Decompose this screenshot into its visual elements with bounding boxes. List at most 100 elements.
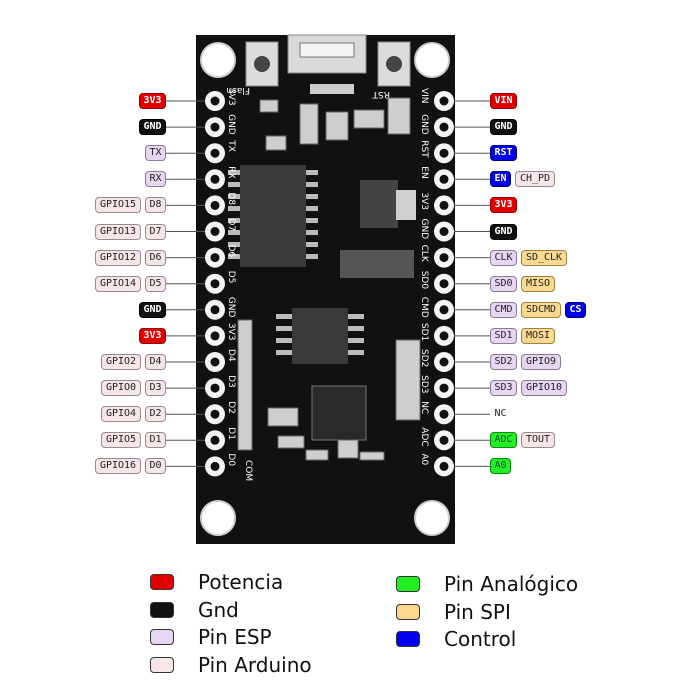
left-pin-label: D6	[145, 249, 166, 266]
right-pin-hole	[439, 96, 449, 106]
chip-pin	[228, 242, 240, 247]
right-pin-hole	[439, 148, 449, 158]
chip-pin	[228, 182, 240, 187]
smd-component	[237, 319, 253, 451]
right-silk-label: ADC	[419, 427, 429, 446]
left-pin-label: GPIO13	[95, 223, 141, 240]
left-pin-hole	[210, 305, 220, 315]
left-pin-label: GPIO5	[101, 432, 141, 449]
left-pin-label: D4	[145, 354, 166, 370]
chip-pin	[228, 254, 240, 259]
esp8266-chip	[311, 385, 367, 441]
flash-button-cap	[254, 56, 270, 72]
right-pin-hole	[439, 200, 449, 210]
right-pin-label: SD_CLK	[521, 249, 567, 266]
left-pin-label: TX	[145, 145, 166, 162]
legend-label: Pin ESP	[198, 625, 272, 649]
left-silk-label: D4	[226, 349, 236, 362]
right-pin-label: CH_PD	[515, 171, 555, 188]
right-pin-hole	[439, 409, 449, 419]
legend-label: Control	[444, 627, 517, 651]
left-pin-hole	[210, 253, 220, 263]
left-pin-label: D2	[145, 406, 166, 423]
mounting-hole	[200, 42, 236, 78]
right-pin-hole	[439, 357, 449, 367]
smd-component	[267, 407, 299, 427]
left-pin-hole	[210, 409, 220, 419]
smd-component	[387, 97, 411, 135]
board-pcb	[196, 35, 455, 544]
left-pin-label: D7	[145, 223, 166, 240]
chip-pin	[306, 182, 318, 187]
left-silk-label: D7	[226, 219, 236, 232]
right-pin-hole	[439, 383, 449, 393]
left-pin-hole	[210, 357, 220, 367]
left-pin-label: GPIO16	[95, 458, 141, 475]
left-pin-label: 3V3	[139, 327, 166, 344]
legend-swatch	[150, 574, 174, 590]
chip-pin	[348, 350, 364, 355]
left-silk-label: 3V3	[226, 88, 236, 106]
right-pin-label: MOSI	[521, 327, 555, 344]
left-pin-hole	[210, 96, 220, 106]
chip-pin	[228, 206, 240, 211]
legend-swatch	[150, 629, 174, 645]
smd-component	[353, 109, 385, 129]
chip-pin	[348, 314, 364, 319]
left-silk-label: GND	[226, 114, 236, 135]
chip-pin	[306, 194, 318, 199]
right-silk-label: SD2	[419, 349, 429, 367]
left-pin-label: GPIO2	[101, 354, 141, 370]
right-pin-label: RST	[490, 145, 517, 162]
left-silk-label: D5	[226, 271, 236, 284]
right-pin-hole	[439, 227, 449, 236]
smd-component	[337, 439, 359, 459]
right-silk-label: 3V3	[419, 192, 429, 210]
flash-chip	[292, 308, 348, 364]
left-pin-label: GPIO0	[101, 380, 141, 397]
legend-swatch	[396, 631, 420, 647]
left-silk-label: GND	[226, 297, 236, 318]
left-pin-hole	[210, 461, 220, 471]
chip-pin	[306, 230, 318, 235]
right-pin-label: SD0	[490, 275, 517, 292]
chip-pin	[306, 218, 318, 223]
chip-pin	[276, 350, 292, 355]
right-pin-label: SDCMD	[521, 301, 561, 318]
left-silk-label: 3V3	[226, 323, 236, 341]
right-silk-label: VIN	[419, 88, 429, 104]
voltage-regulator	[360, 180, 398, 228]
legend-label: Potencia	[198, 570, 284, 594]
right-silk-label: A0	[419, 453, 429, 465]
left-pin-label: D5	[145, 275, 166, 292]
right-pin-label: SD3	[490, 380, 517, 397]
chip-pin	[306, 206, 318, 211]
right-silk-label: SD1	[419, 323, 429, 341]
left-pin-hole	[210, 383, 220, 393]
right-pin-label: GPIO10	[521, 380, 567, 397]
right-silk-label: NC	[419, 401, 429, 414]
right-pin-hole	[439, 305, 449, 315]
left-silk-label: D3	[226, 375, 236, 388]
mounting-hole	[200, 500, 236, 536]
chip-pin	[306, 242, 318, 247]
right-pin-label: GND	[490, 223, 517, 240]
left-silk-label: D1	[226, 427, 236, 440]
left-pin-hole	[210, 227, 220, 236]
legend-label: Pin SPI	[444, 599, 511, 624]
right-silk-label: SD0	[419, 271, 429, 290]
legend-swatch	[396, 603, 420, 620]
right-silk-label: EN	[419, 166, 429, 178]
legend-label: Gnd	[198, 597, 239, 622]
legend-swatch	[150, 656, 174, 673]
right-silk-label: RST	[419, 140, 429, 158]
right-pin-label: EN	[490, 171, 511, 188]
right-pin-label: GPIO9	[521, 354, 561, 370]
chip-pin	[306, 254, 318, 259]
legend-swatch	[150, 601, 174, 618]
left-pin-label: GPIO4	[101, 406, 141, 423]
regulator-tab	[396, 190, 416, 220]
left-pin-label: D8	[145, 197, 166, 214]
legend-label: Pin Arduino	[198, 652, 312, 677]
